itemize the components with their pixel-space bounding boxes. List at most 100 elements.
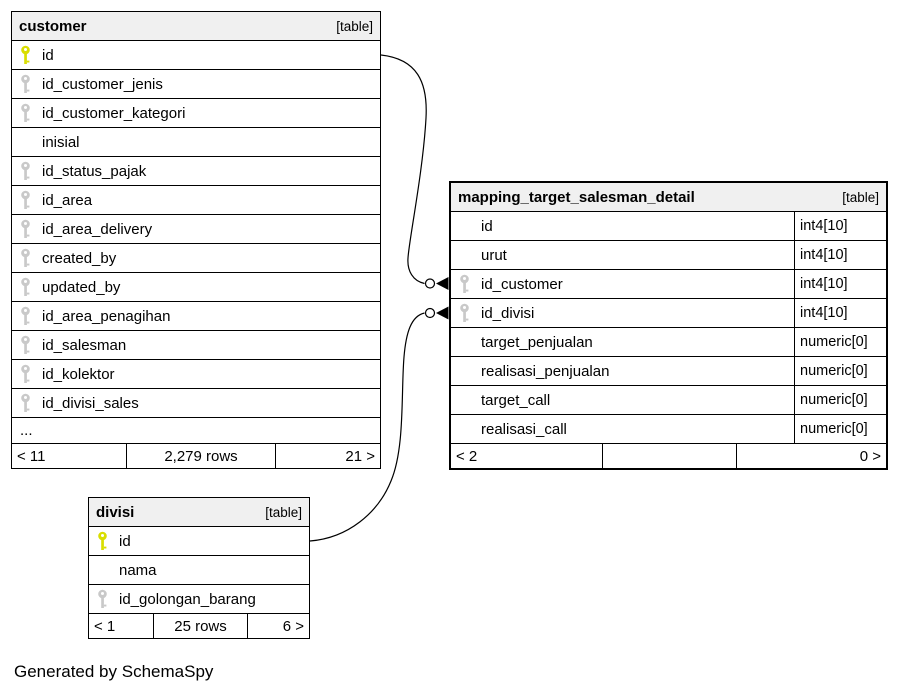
relationship-divisi-id-to-mapping-id-divisi <box>309 306 449 542</box>
crowfoot-arrow-icon <box>436 277 449 290</box>
column-name: updated_by <box>42 278 121 296</box>
column-type: numeric[0] <box>794 415 886 443</box>
foreign-key-icon <box>20 219 37 239</box>
column-type: int4[10] <box>794 270 886 298</box>
column-row-id_status_pajak: id_status_pajak <box>12 157 380 186</box>
foreign-key-icon <box>20 306 37 326</box>
column-name: id_area_delivery <box>42 220 153 238</box>
column-name: target_call <box>481 391 551 409</box>
column-name: inisial <box>42 133 80 151</box>
column-row-updated_by: updated_by <box>12 273 380 302</box>
column-row-id_kolektor: id_kolektor <box>12 360 380 389</box>
column-type: numeric[0] <box>794 357 886 385</box>
column-type: int4[10] <box>794 212 886 240</box>
column-row-id_area_delivery: id_area_delivery <box>12 215 380 244</box>
column-row-nama: nama <box>89 556 309 585</box>
column-name: id <box>481 217 493 235</box>
primary-key-icon <box>97 531 114 551</box>
table-header[interactable]: divisi [table] <box>89 498 309 527</box>
column-name: id_customer_jenis <box>42 75 163 93</box>
column-name: realisasi_call <box>481 420 567 438</box>
foreign-key-icon <box>20 335 37 355</box>
column-row-id_customer_jenis: id_customer_jenis <box>12 70 380 99</box>
generated-by-note: Generated by SchemaSpy <box>14 662 214 681</box>
foreign-key-icon <box>20 103 37 123</box>
footer-related-prev: < 1 <box>94 617 116 635</box>
table-footer: < 2 0 > <box>451 444 886 468</box>
column-name: id_area_penagihan <box>42 307 171 325</box>
column-name: nama <box>119 561 157 579</box>
column-type: numeric[0] <box>794 386 886 414</box>
column-name: id_kolektor <box>42 365 115 383</box>
column-name: urut <box>481 246 507 264</box>
footer-related-prev: < 2 <box>456 447 478 465</box>
column-row-id_customer: id_customer int4[10] <box>451 270 886 299</box>
column-row-created_by: created_by <box>12 244 380 273</box>
cardinality-zero-circle-icon <box>424 278 436 289</box>
column-row-id: id int4[10] <box>451 212 886 241</box>
foreign-key-icon <box>20 161 37 181</box>
foreign-key-icon <box>20 248 37 268</box>
column-type: int4[10] <box>794 241 886 269</box>
footer-related-next: 21 > <box>345 447 375 465</box>
column-name: id_divisi <box>481 304 535 322</box>
foreign-key-icon <box>20 364 37 384</box>
column-name: id <box>119 532 131 550</box>
foreign-key-icon <box>20 277 37 297</box>
foreign-key-icon <box>97 589 114 609</box>
foreign-key-icon <box>459 303 476 323</box>
table-header[interactable]: customer [table] <box>12 12 380 41</box>
column-row-id_salesman: id_salesman <box>12 331 380 360</box>
column-name: id_area <box>42 191 93 209</box>
table-node-customer[interactable]: customer [table] id id_customer_jenis id_cus… <box>11 11 381 469</box>
column-name: created_by <box>42 249 117 267</box>
column-row-id_customer_kategori: id_customer_kategori <box>12 99 380 128</box>
table-title[interactable]: mapping_target_salesman_detail <box>458 188 695 206</box>
cardinality-zero-circle-icon <box>424 307 436 319</box>
column-name: id_customer_kategori <box>42 104 186 122</box>
table-header[interactable]: mapping_target_salesman_detail [table] <box>451 183 886 212</box>
foreign-key-icon <box>459 274 476 294</box>
table-footer: < 11 2,279 rows 21 > <box>12 444 380 468</box>
column-row-id_divisi_sales: id_divisi_sales <box>12 389 380 418</box>
column-name: id_status_pajak <box>42 162 147 180</box>
table-title[interactable]: customer <box>19 17 87 35</box>
column-row-id_golongan_barang: id_golongan_barang <box>89 585 309 614</box>
foreign-key-icon <box>20 190 37 210</box>
column-row-urut: urut int4[10] <box>451 241 886 270</box>
table-footer: < 1 25 rows 6 > <box>89 614 309 638</box>
column-type: int4[10] <box>794 299 886 327</box>
column-name: id_divisi_sales <box>42 394 139 412</box>
footer-row-count <box>602 444 737 468</box>
foreign-key-icon <box>20 393 37 413</box>
column-name: id_customer <box>481 275 563 293</box>
more-columns-row: ... <box>12 418 380 444</box>
footer-related-next: 6 > <box>282 617 304 635</box>
column-row-inisial: inisial <box>12 128 380 157</box>
table-type-badge: [table] <box>265 504 302 520</box>
footer-related-prev: < 11 <box>17 447 46 465</box>
column-name: ... <box>20 422 33 439</box>
table-type-badge: [table] <box>336 18 373 34</box>
footer-row-count: 25 rows <box>153 614 248 638</box>
crowfoot-arrow-icon <box>436 306 449 320</box>
table-title[interactable]: divisi <box>96 503 135 521</box>
column-row-id: id <box>89 527 309 556</box>
column-row-id_area_penagihan: id_area_penagihan <box>12 302 380 331</box>
footer-row-count: 2,279 rows <box>126 444 276 468</box>
table-type-badge: [table] <box>842 189 879 205</box>
relationship-line <box>309 312 425 542</box>
column-row-id: id <box>12 41 380 70</box>
column-row-id_area: id_area <box>12 186 380 215</box>
foreign-key-icon <box>20 74 37 94</box>
column-name: target_penjualan <box>481 333 593 351</box>
footer-related-next: 0 > <box>859 447 881 465</box>
column-name: id <box>42 46 54 64</box>
column-name: id_golongan_barang <box>119 590 256 608</box>
column-name: id_salesman <box>42 336 127 354</box>
